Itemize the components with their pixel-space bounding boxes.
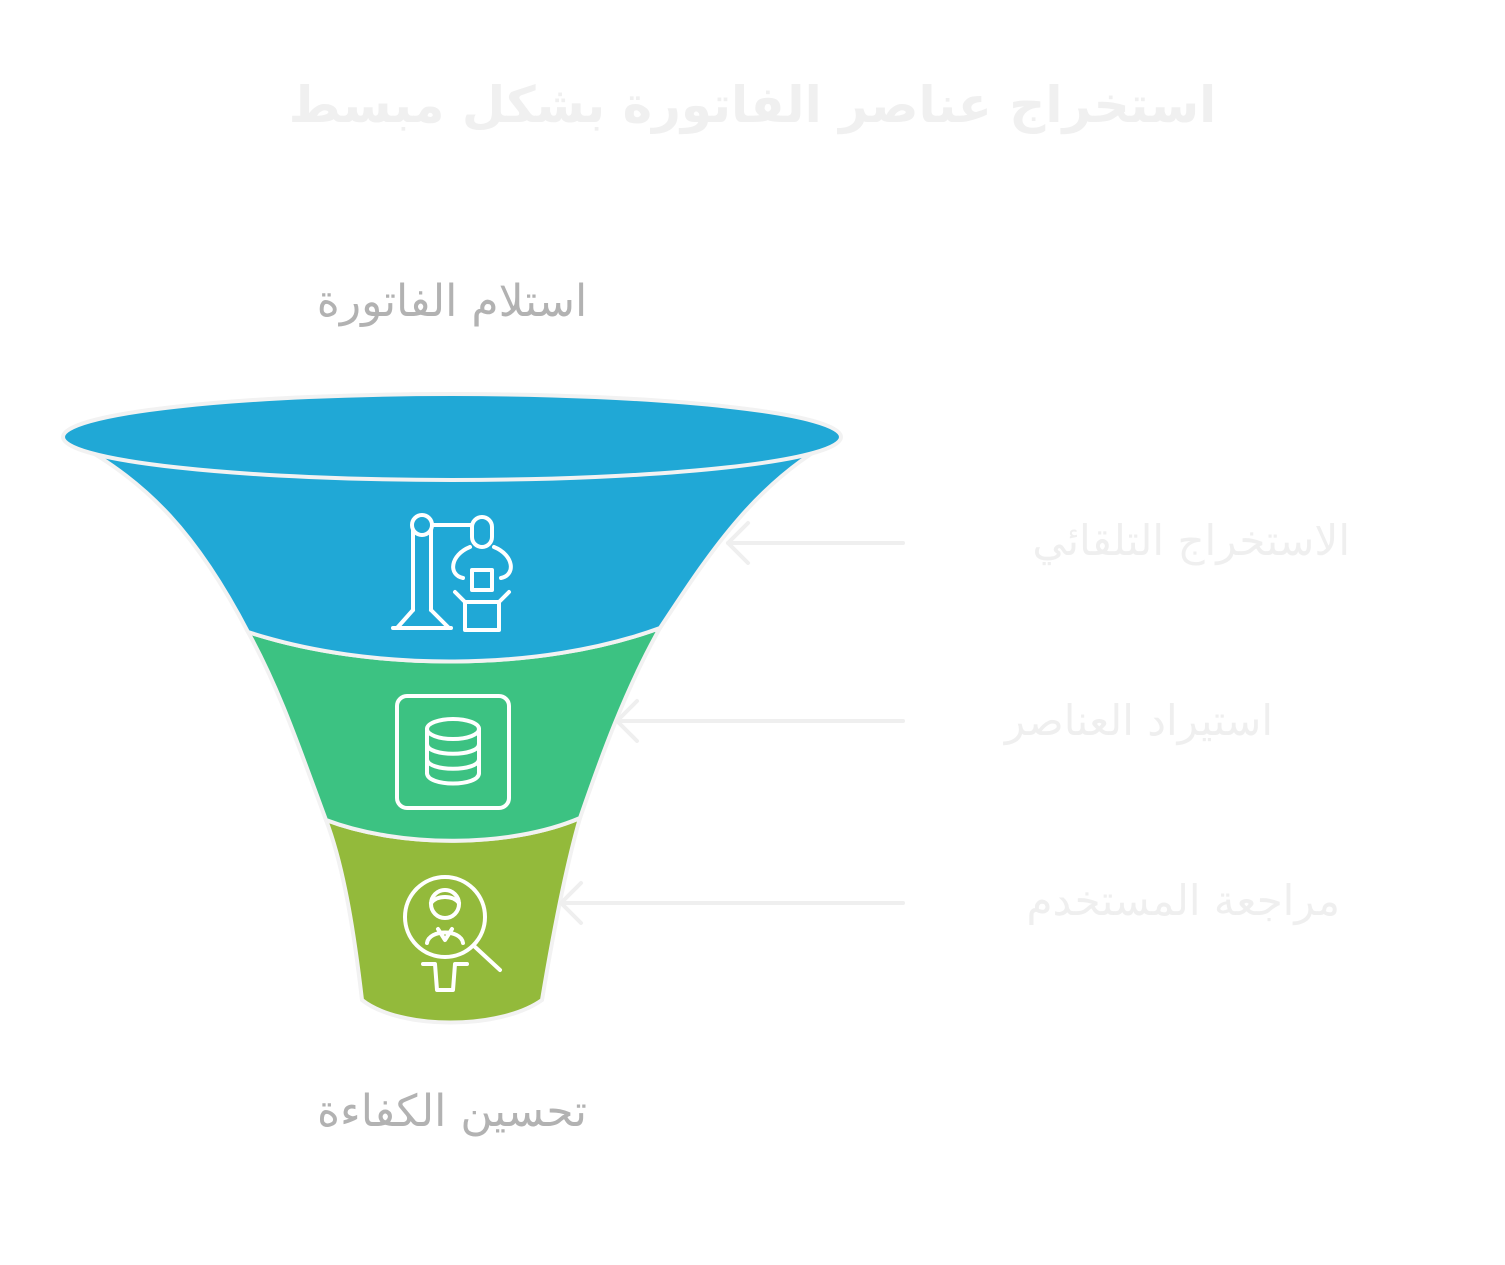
arrow-stage-2 <box>615 699 905 743</box>
arrow-stage-1 <box>726 521 905 565</box>
stage-3-label: مراجعة المستخدم <box>1026 876 1340 925</box>
funnel-mouth <box>61 392 843 482</box>
arrow-stage-3 <box>559 881 905 925</box>
funnel-top-label: استلام الفاتورة <box>316 276 588 327</box>
funnel-bottom-label: تحسين الكفاءة <box>317 1086 587 1137</box>
funnel-stage-1 <box>63 435 841 664</box>
stage-1-label: الاستخراج التلقائي <box>1032 516 1350 565</box>
user-search-icon <box>403 875 502 992</box>
diagram-title: استخراج عناصر الفاتورة بشكل مبسط <box>288 76 1217 134</box>
robot-arm-icon <box>391 513 513 632</box>
database-icon <box>395 694 511 810</box>
stage-2-label: استيراد العناصر <box>1004 696 1273 745</box>
